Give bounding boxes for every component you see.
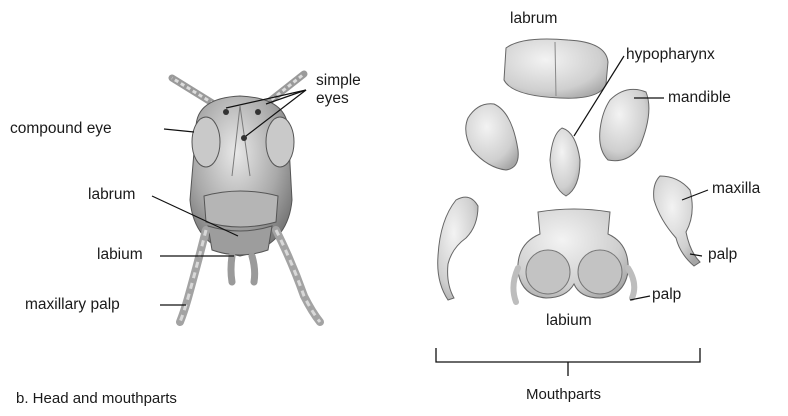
- mouthparts-labium-label: labium: [546, 312, 592, 330]
- maxilla-label: maxilla: [712, 180, 760, 198]
- simple-eyes-label-line2: eyes: [316, 90, 349, 108]
- insect-head-illustration: [172, 74, 320, 322]
- labium-palp-label: palp: [652, 286, 681, 304]
- simple-eyes-label-line1: simple: [316, 72, 361, 90]
- mouthparts-illustration: [438, 39, 700, 302]
- head-labium-label: labium: [97, 246, 143, 264]
- right-palp-label: palp: [708, 246, 737, 264]
- maxillary-palp-label: maxillary palp: [25, 296, 120, 314]
- mouthparts-labrum-label: labrum: [510, 10, 557, 28]
- hypopharynx-label: hypopharynx: [626, 46, 715, 64]
- mouthparts-bracket: [436, 348, 700, 376]
- figure-caption: b. Head and mouthparts: [16, 390, 177, 407]
- head-labrum-label: labrum: [88, 186, 135, 204]
- compound-eye-label: compound eye: [10, 120, 112, 138]
- mouthparts-bracket-label: Mouthparts: [526, 386, 601, 403]
- mandible-label: mandible: [668, 89, 731, 107]
